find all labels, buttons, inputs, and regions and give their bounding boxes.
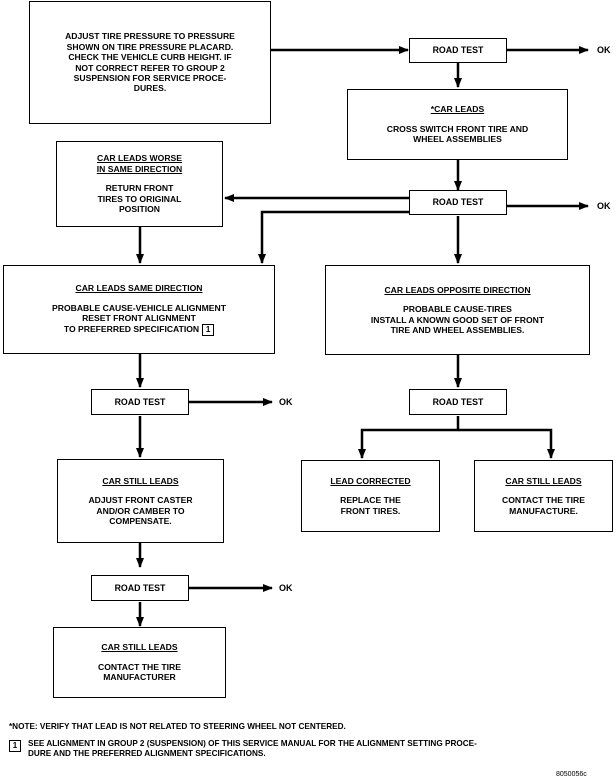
car-leads-title: *CAR LEADS (430, 104, 485, 115)
car-still-leads-box-1: CAR STILL LEADS ADJUST FRONT CASTER AND/… (57, 459, 224, 543)
car-leads-box: *CAR LEADS CROSS SWITCH FRONT TIRE AND W… (347, 89, 568, 160)
footnote-reference-box: 1 (9, 740, 21, 752)
figure-id: 8050056c (556, 771, 587, 778)
car-leads-worse-text: RETURN FRONT TIRES TO ORIGINAL POSITION (97, 183, 182, 215)
ok-label-1: OK (597, 45, 611, 55)
car-leads-text: CROSS SWITCH FRONT TIRE AND WHEEL ASSEMB… (386, 123, 529, 145)
adjust-tire-pressure-text: ADJUST TIRE PRESSURE TO PRESSURE SHOWN O… (65, 31, 235, 94)
car-leads-same-direction-box: CAR LEADS SAME DIRECTION PROBABLE CAUSE-… (3, 265, 275, 354)
car-leads-worse-box: CAR LEADS WORSE IN SAME DIRECTION RETURN… (56, 141, 223, 227)
footnote-star: *NOTE: VERIFY THAT LEAD IS NOT RELATED T… (9, 722, 346, 731)
ok-label-3: OK (279, 397, 293, 407)
road-test-box-1: ROAD TEST (409, 38, 507, 63)
car-leads-worse-title: CAR LEADS WORSE IN SAME DIRECTION (96, 153, 183, 174)
car-still-leads-box-2: CAR STILL LEADS CONTACT THE TIRE MANUFAC… (474, 460, 613, 532)
road-test-box-4: ROAD TEST (409, 389, 507, 415)
ok-label-4: OK (279, 583, 293, 593)
car-still-leads-box-3: CAR STILL LEADS CONTACT THE TIRE MANUFAC… (53, 627, 226, 698)
road-test-box-2: ROAD TEST (409, 190, 507, 215)
road-test-box-5: ROAD TEST (91, 575, 189, 601)
road-test-label-3: ROAD TEST (114, 396, 166, 407)
road-test-box-3: ROAD TEST (91, 389, 189, 415)
car-leads-opposite-direction-box: CAR LEADS OPPOSITE DIRECTION PROBABLE CA… (325, 265, 590, 355)
car-still-leads-text-3: CONTACT THE TIRE MANUFACTURER (98, 661, 181, 683)
footnote-alignment: SEE ALIGNMENT IN GROUP 2 (SUSPENSION) OF… (28, 739, 477, 758)
car-leads-opposite-direction-text: PROBABLE CAUSE-TIRES INSTALL A KNOWN GOO… (370, 304, 545, 335)
adjust-tire-pressure-box: ADJUST TIRE PRESSURE TO PRESSURE SHOWN O… (29, 1, 271, 124)
road-test-label-5: ROAD TEST (114, 582, 166, 593)
ok-label-2: OK (597, 201, 611, 211)
road-test-label-4: ROAD TEST (432, 396, 484, 407)
road-test-label-1: ROAD TEST (432, 45, 484, 56)
car-still-leads-title-1: CAR STILL LEADS (102, 475, 179, 486)
reference-1-box: 1 (202, 323, 215, 336)
car-still-leads-title-2: CAR STILL LEADS (505, 475, 582, 486)
car-leads-opposite-direction-title: CAR LEADS OPPOSITE DIRECTION (384, 284, 531, 295)
car-still-leads-title-3: CAR STILL LEADS (101, 642, 178, 653)
lead-corrected-text: REPLACE THE FRONT TIRES. (340, 495, 401, 516)
car-leads-same-direction-text: PROBABLE CAUSE-VEHICLE ALIGNMENT RESET F… (52, 303, 226, 336)
road-test-label-2: ROAD TEST (432, 197, 484, 208)
lead-corrected-title: LEAD CORRECTED (330, 475, 411, 486)
car-still-leads-text-2: CONTACT THE TIRE MANUFACTURE. (502, 495, 585, 516)
same-direction-body: PROBABLE CAUSE-VEHICLE ALIGNMENT RESET F… (52, 302, 226, 334)
car-leads-same-direction-title: CAR LEADS SAME DIRECTION (75, 283, 203, 294)
car-still-leads-text-1: ADJUST FRONT CASTER AND/OR CAMBER TO COM… (88, 495, 193, 526)
lead-corrected-box: LEAD CORRECTED REPLACE THE FRONT TIRES. (301, 460, 440, 532)
